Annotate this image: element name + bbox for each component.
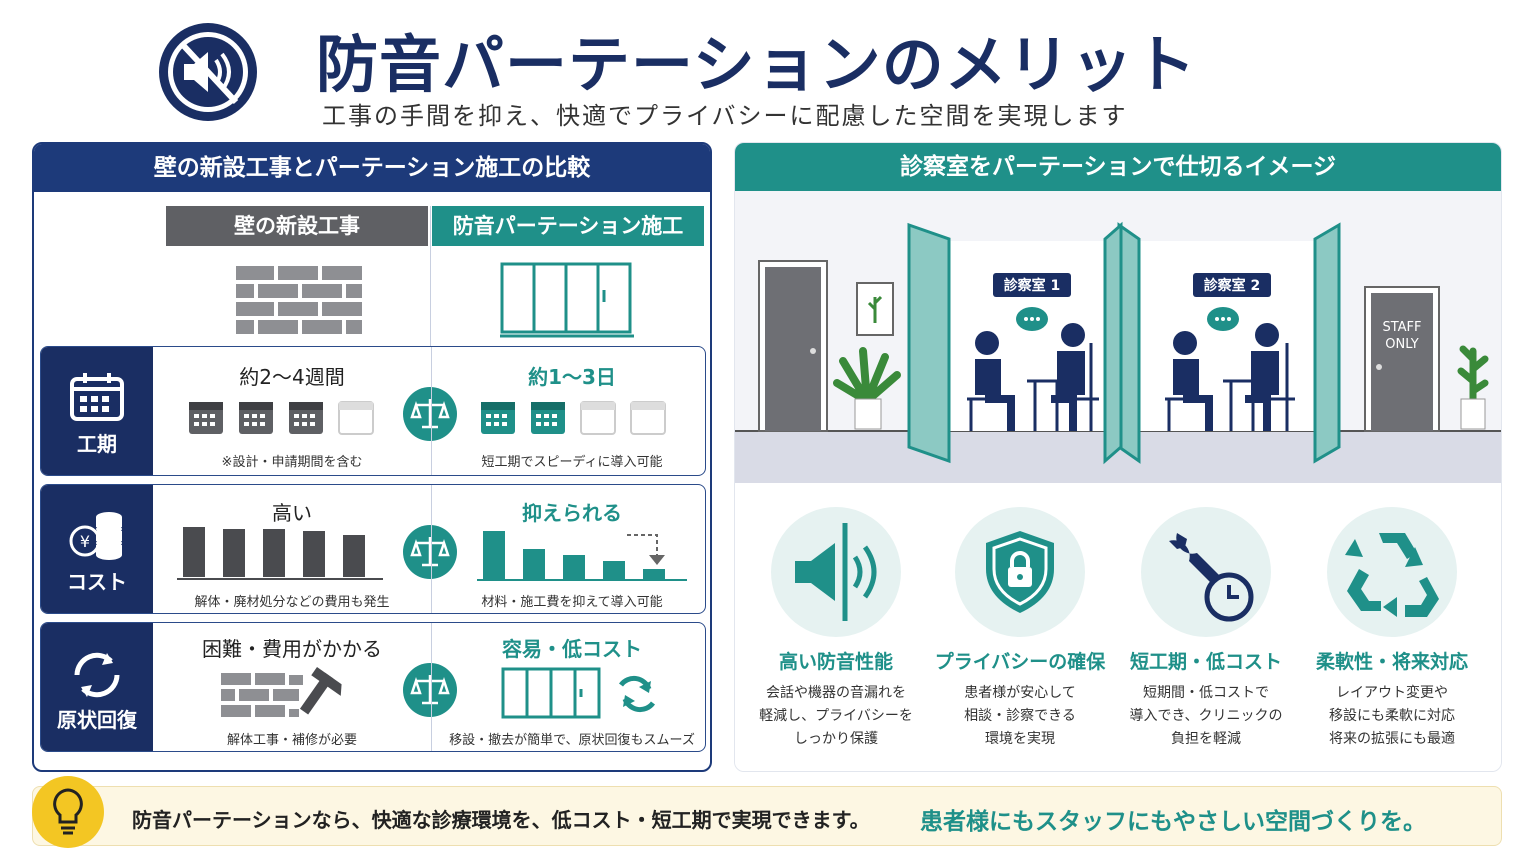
- wall-cost-note: 解体・廃材処分などの費用も発生: [194, 595, 390, 610]
- summary-banner: [32, 786, 1502, 846]
- comparison-row-period: 工期 約2〜4週間 ※設計・申請期間を含む 約1〜3日 短工期でスピーディに導入…: [40, 346, 706, 476]
- partition-period-note: 短工期でスピーディに導入可能: [481, 455, 663, 470]
- shield-lock-icon: [955, 507, 1085, 637]
- feature-privacy: プライバシーの確保 患者様が安心して相談・診察できる環境を実現: [925, 507, 1115, 751]
- feature-flexibility: 柔軟性・将来対応 レイアウト変更や移設にも柔軟に対応将来の拡張にも最適: [1297, 507, 1487, 751]
- comparison-row-restoration: 原状回復 困難・費用がかかる 解体工事・補修が必要 容易・低コスト 移設・撤去が…: [40, 622, 706, 752]
- calendar-icons-wall: [187, 397, 377, 441]
- wall-cost-value: 高い: [272, 501, 312, 525]
- speaker-sound-icon: [771, 507, 901, 637]
- balance-scale-icon: [403, 663, 457, 717]
- partition-restoration-value: 容易・低コスト: [502, 637, 642, 661]
- wall-restoration-value: 困難・費用がかかる: [202, 637, 382, 661]
- room-1-label: 診察室 1: [1003, 278, 1061, 294]
- page-subtitle: 工事の手間を抑え、快適でプライバシーに配慮した空間を実現します: [322, 102, 1128, 130]
- partition-period-value: 約1〜3日: [528, 365, 616, 389]
- clinic-image-panel: 診察室をパーテーションで仕切るイメージ: [734, 142, 1502, 772]
- column-header-wall: 壁の新設工事: [166, 206, 428, 246]
- clinic-illustration: [735, 191, 1501, 487]
- movable-partition-icon: [501, 667, 671, 725]
- column-divider: [430, 206, 431, 346]
- comparison-heading: 壁の新設工事とパーテーション施工の比較: [34, 144, 710, 192]
- coin-stack-icon: ¥: [69, 512, 122, 560]
- page-title: 防音パーテーションのメリット: [316, 28, 1197, 101]
- comparison-row-cost: ¥ コスト 高い 解体・廃材処分などの費用も発生 抑えられる 材料・施工費を抑え…: [40, 484, 706, 614]
- lightbulb-icon: [32, 776, 104, 848]
- feature-soundproof: 高い防音性能 会話や機器の音漏れを軽減し、プライバシーをしっかり保護: [741, 507, 931, 751]
- demolition-icon: [221, 665, 371, 727]
- partition-restoration-note: 移設・撤去が簡単で、原状回復もスムーズ: [449, 733, 695, 748]
- partition-cost-value: 抑えられる: [522, 501, 622, 525]
- wall-period-note: ※設計・申請期間を含む: [221, 455, 363, 470]
- room-2-label: 診察室 2: [1203, 278, 1261, 294]
- recycle-icon: [1327, 507, 1457, 637]
- mute-speaker-icon: [156, 20, 260, 124]
- bar-icons-partition: [477, 529, 687, 585]
- brick-wall-icon: [236, 266, 362, 338]
- feature-short-low-cost: 短工期・低コスト 短期間・低コストで導入でき、クリニックの負担を軽減: [1111, 507, 1301, 751]
- row-label-cost: ¥ コスト: [41, 485, 153, 613]
- row-label-restoration: 原状回復: [41, 623, 153, 751]
- balance-scale-icon: [403, 525, 457, 579]
- balance-scale-icon: [403, 387, 457, 441]
- svg-text:¥: ¥: [80, 532, 90, 551]
- cycle-icon: [74, 652, 120, 698]
- wall-restoration-note: 解体工事・補修が必要: [226, 733, 357, 748]
- row-label-period: 工期: [41, 347, 153, 475]
- wrench-clock-icon: [1141, 507, 1271, 637]
- comparison-panel: 壁の新設工事とパーテーション施工の比較 壁の新設工事 防音パーテーション施工: [32, 142, 712, 772]
- calendar-icons-partition: [479, 397, 669, 441]
- staff-only-sign: STAFF ONLY: [1382, 320, 1422, 352]
- banner-text-main: 防音パーテーションなら、快適な診療環境を、低コスト・短工期で実現できます。: [132, 808, 870, 832]
- calendar-icon: [70, 373, 124, 421]
- partition-cost-note: 材料・施工費を抑えて導入可能: [481, 595, 663, 610]
- bar-icons-wall: [177, 527, 383, 585]
- partition-panel-icon: [500, 260, 634, 342]
- features-area: 高い防音性能 会話や機器の音漏れを軽減し、プライバシーをしっかり保護 プライバシ…: [735, 483, 1501, 771]
- banner-text-accent: 患者様にもスタッフにもやさしい空間づくりを。: [920, 809, 1426, 835]
- column-header-partition: 防音パーテーション施工: [432, 206, 704, 246]
- clinic-image-heading: 診察室をパーテーションで仕切るイメージ: [735, 143, 1501, 191]
- wall-period-value: 約2〜4週間: [239, 365, 345, 389]
